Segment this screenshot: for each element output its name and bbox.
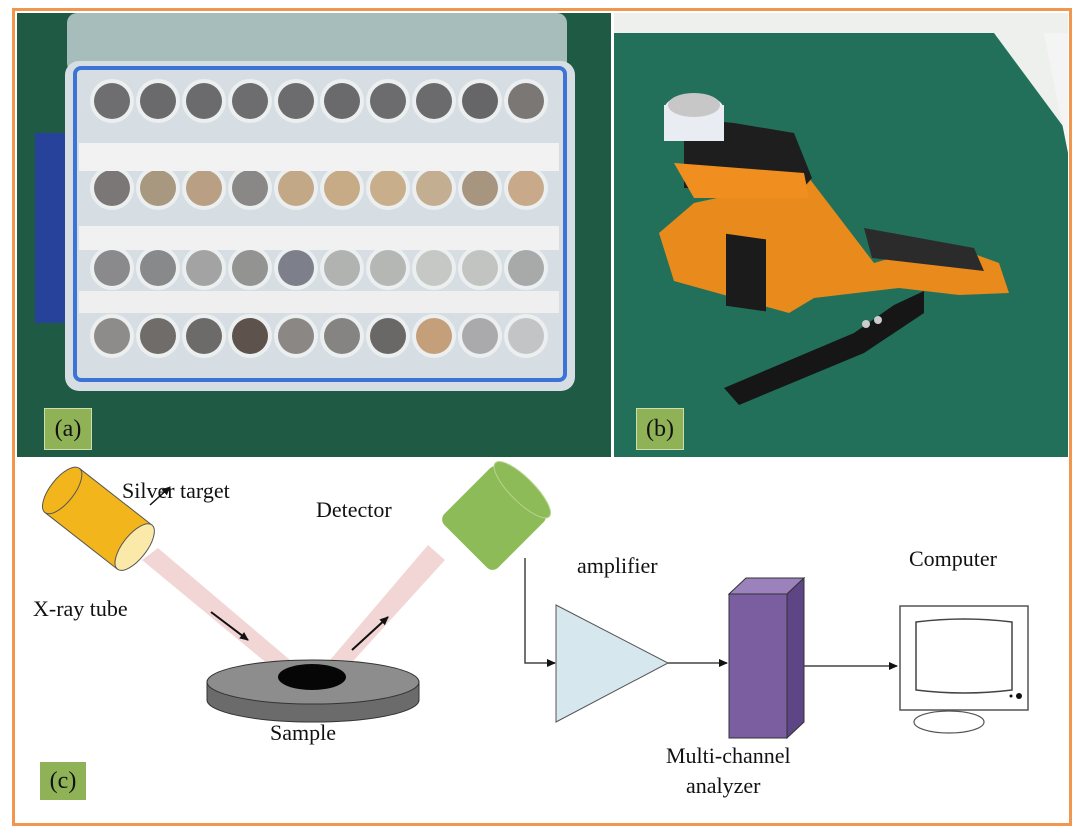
mca-label-line2: analyzer <box>686 773 761 798</box>
sample-powder <box>324 318 360 354</box>
analyzer-illustration <box>614 13 1068 457</box>
foam-strip <box>79 226 559 250</box>
amplifier-label: amplifier <box>577 553 658 578</box>
amplifier-triangle <box>555 604 670 723</box>
foam-strip <box>79 143 559 171</box>
sample-powder <box>508 318 544 354</box>
sample-powder <box>232 83 268 119</box>
sample-powder <box>278 250 314 286</box>
sample-powder <box>94 83 130 119</box>
sample-powder <box>508 83 544 119</box>
panel-label-a: (a) <box>44 408 92 450</box>
sample-powder <box>232 250 268 286</box>
foam-strip <box>79 291 559 313</box>
sample-powder <box>370 170 406 206</box>
sample-holder <box>206 659 420 723</box>
sample-powder <box>232 170 268 206</box>
panel-label-b: (b) <box>636 408 684 450</box>
sample-powder <box>94 250 130 286</box>
xray-tube <box>42 466 155 571</box>
sample-powder <box>508 250 544 286</box>
sample-box-illustration <box>17 13 611 457</box>
incident-arrow <box>210 611 249 641</box>
box-latch <box>35 133 65 323</box>
sample-powder <box>94 170 130 206</box>
figure-border <box>12 8 1072 826</box>
sample-powder <box>94 318 130 354</box>
detector-label: Detector <box>316 497 392 522</box>
analyzer-grip <box>864 228 984 271</box>
sample-powder <box>416 318 452 354</box>
incident-beam <box>142 548 290 670</box>
sample-powder <box>278 83 314 119</box>
sample-powder <box>462 170 498 206</box>
silver-target-label: Silver target <box>122 478 230 503</box>
sample-powder <box>278 170 314 206</box>
sample-powder <box>186 250 222 286</box>
sample-powder <box>140 83 176 119</box>
detector-to-amplifier-line <box>524 558 556 667</box>
box-lid <box>67 13 567 73</box>
sample-spot <box>278 664 346 690</box>
box-rim <box>73 66 567 382</box>
sample-powder <box>462 318 498 354</box>
silver-target-arrow <box>149 486 171 506</box>
sample-powder <box>370 318 406 354</box>
sample-powder <box>416 250 452 286</box>
panel-b-analyzer-photo <box>614 13 1068 457</box>
mca-label-line1: Multi-channel <box>666 743 791 768</box>
sample-powder <box>140 250 176 286</box>
sample-powder <box>324 250 360 286</box>
sample-powder <box>324 83 360 119</box>
sample-powder <box>462 83 498 119</box>
sample-powder <box>278 318 314 354</box>
computer-icon <box>899 605 1029 734</box>
sample-powder <box>416 170 452 206</box>
sample-powder <box>462 250 498 286</box>
sample-powder <box>324 170 360 206</box>
sample-powder <box>232 318 268 354</box>
sample-powder <box>186 318 222 354</box>
sample-powder <box>186 170 222 206</box>
xray-tube-label: X-ray tube <box>33 596 128 621</box>
fluorescence-arrow <box>351 616 389 651</box>
sample-powder <box>140 170 176 206</box>
sample-label: Sample <box>270 720 336 745</box>
sample-powder <box>140 318 176 354</box>
multichannel-analyzer-box <box>727 576 806 740</box>
sample-powder <box>370 83 406 119</box>
wrist-strap <box>724 291 924 405</box>
detector <box>442 461 551 570</box>
sample-powder <box>186 83 222 119</box>
computer-label: Computer <box>909 546 997 571</box>
panel-a-sample-box-photo <box>17 13 611 457</box>
sample-powder <box>416 83 452 119</box>
fluorescence-beam <box>330 545 445 670</box>
sample-powder <box>508 170 544 206</box>
sample-powder <box>370 250 406 286</box>
panel-label-c: (c) <box>40 762 86 800</box>
